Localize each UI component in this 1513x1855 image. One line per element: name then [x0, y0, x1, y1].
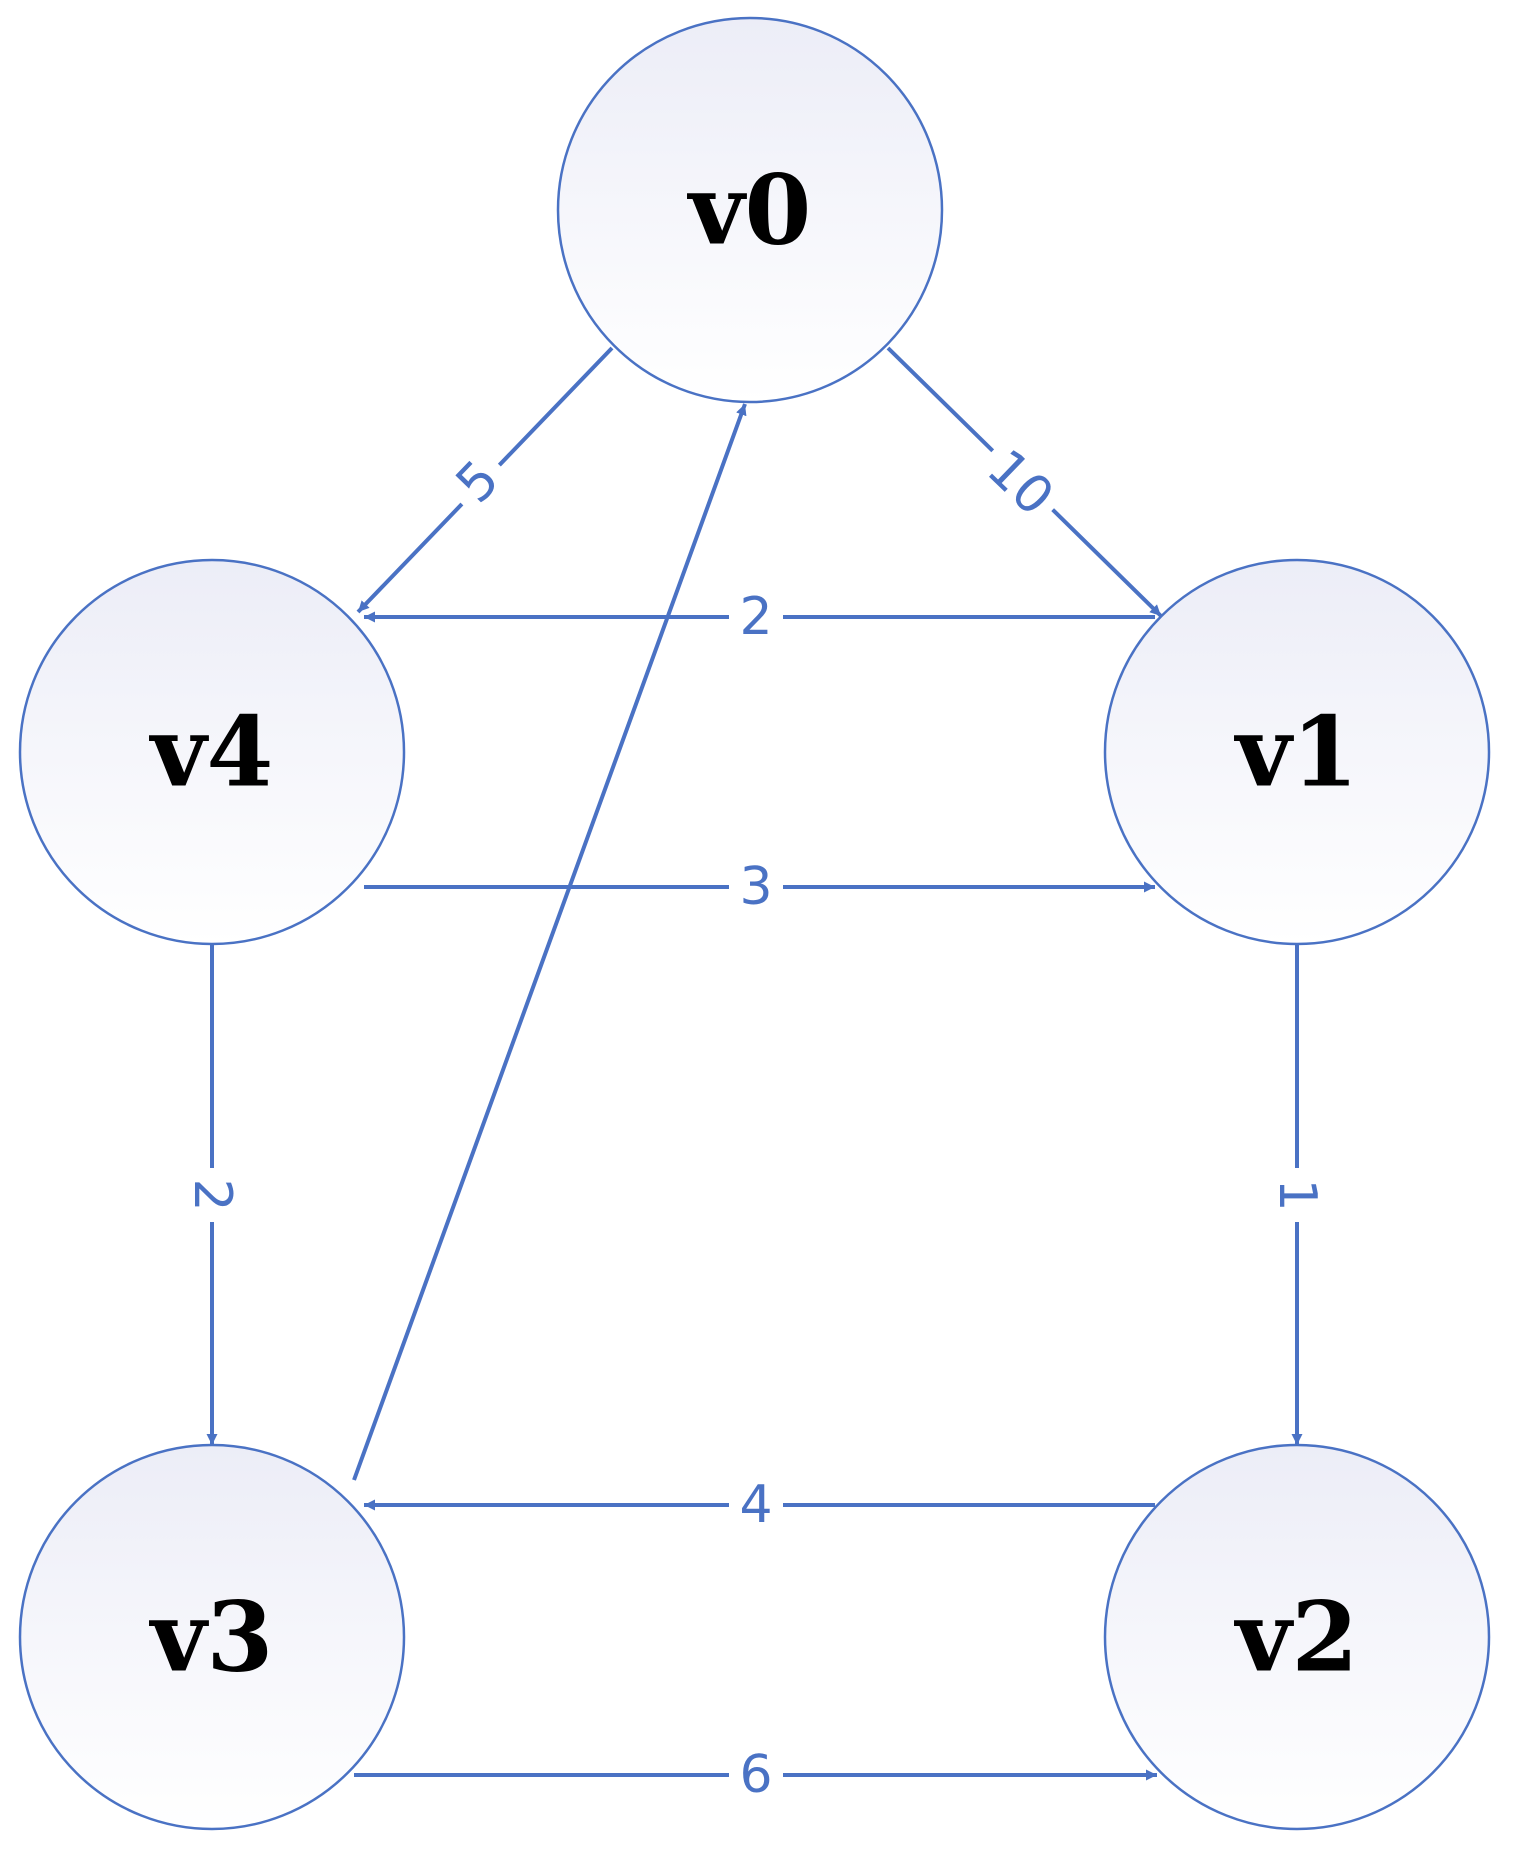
- edge-label-bg: [729, 587, 783, 647]
- node-circle-v4: [18, 558, 406, 946]
- edge-v0-v1: 10: [886, 346, 1163, 618]
- edge-v3-v0: [352, 403, 747, 1481]
- edge-v3-v2: 6: [354, 1745, 1157, 1805]
- edge-weight-v4-v3: 2: [182, 1178, 242, 1211]
- edge-label-bg: [968, 432, 1072, 534]
- edge-label-bg: [729, 857, 783, 917]
- node-label-v3: v3: [149, 1581, 274, 1694]
- edge-label-bg: [729, 1475, 783, 1535]
- edge-weight-v1-v2: 1: [1267, 1178, 1327, 1211]
- node-label-v2: v2: [1234, 1581, 1359, 1694]
- edge-weight-v1-v4: 2: [739, 587, 772, 647]
- node-v1: v1: [1103, 558, 1491, 946]
- node-circle-v2: [1103, 1443, 1491, 1831]
- edge-line-v3-v0: [352, 403, 747, 1481]
- edge-weight-v2-v3: 4: [739, 1475, 772, 1535]
- node-v0: v0: [556, 16, 944, 404]
- edge-weight-v0-v1: 10: [975, 438, 1064, 527]
- edge-label-bg: [437, 441, 519, 523]
- node-label-v4: v4: [149, 696, 274, 809]
- node-v4: v4: [18, 558, 406, 946]
- edge-label-bg: [729, 1745, 783, 1805]
- edge-label-bg: [1267, 1168, 1327, 1222]
- edges-layer: 5 10 2 3 2 1 4 6: [182, 346, 1327, 1805]
- edge-v4-v1: 3: [364, 857, 1155, 917]
- edge-v2-v3: 4: [364, 1475, 1155, 1535]
- node-circle-v1: [1103, 558, 1491, 946]
- node-v2: v2: [1103, 1443, 1491, 1831]
- node-label-v1: v1: [1234, 696, 1359, 809]
- edge-v4-v3: 2: [182, 944, 242, 1445]
- edge-weight-v3-v2: 6: [739, 1745, 772, 1805]
- edge-weight-v0-v4: 5: [445, 449, 511, 514]
- edge-v0-v4: 5: [356, 346, 614, 614]
- node-label-v0: v0: [687, 154, 812, 267]
- edge-v1-v2: 1: [1267, 944, 1327, 1445]
- edge-weight-v4-v1: 3: [739, 857, 772, 917]
- node-v3: v3: [18, 1443, 406, 1831]
- edge-v1-v4: 2: [364, 587, 1155, 647]
- node-circle-v0: [556, 16, 944, 404]
- edge-label-bg: [182, 1168, 242, 1222]
- node-circle-v3: [18, 1443, 406, 1831]
- nodes-layer: v0 v1 v2 v3 v4: [18, 16, 1491, 1831]
